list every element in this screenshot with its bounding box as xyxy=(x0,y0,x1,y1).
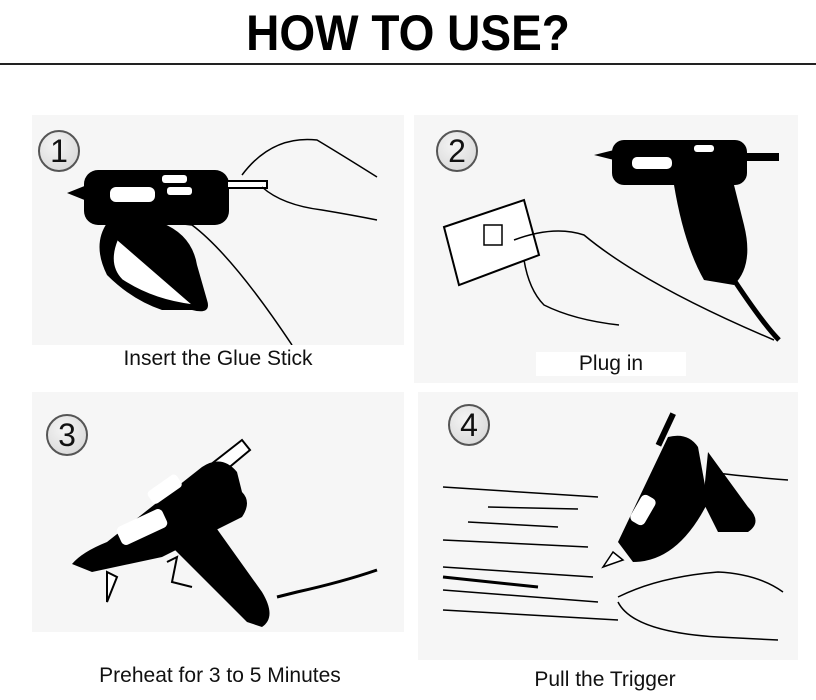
glue-stick-insert-illustration xyxy=(67,138,378,345)
step-3-number-badge: 3 xyxy=(46,414,88,456)
step-2-panel: 2 xyxy=(414,115,798,383)
title-divider xyxy=(0,63,816,65)
step-4-panel: 4 xyxy=(418,392,798,660)
plug-in-illustration xyxy=(442,140,781,342)
step-1-number-badge: 1 xyxy=(38,130,80,172)
pull-trigger-illustration xyxy=(442,412,789,641)
step-1-panel: 1 xyxy=(32,115,404,345)
step-4-caption: Pull the Trigger xyxy=(470,668,740,692)
step-1-caption: Insert the Glue Stick xyxy=(32,347,404,371)
step-3-caption: Preheat for 3 to 5 Minutes xyxy=(50,664,390,688)
page-title: HOW TO USE? xyxy=(246,5,570,61)
step-4-number-badge: 4 xyxy=(448,404,490,446)
step-2-caption: Plug in xyxy=(536,352,686,376)
step-2-number-badge: 2 xyxy=(436,130,478,172)
step-3-panel: 3 xyxy=(32,392,404,632)
preheat-illustration xyxy=(72,438,378,627)
